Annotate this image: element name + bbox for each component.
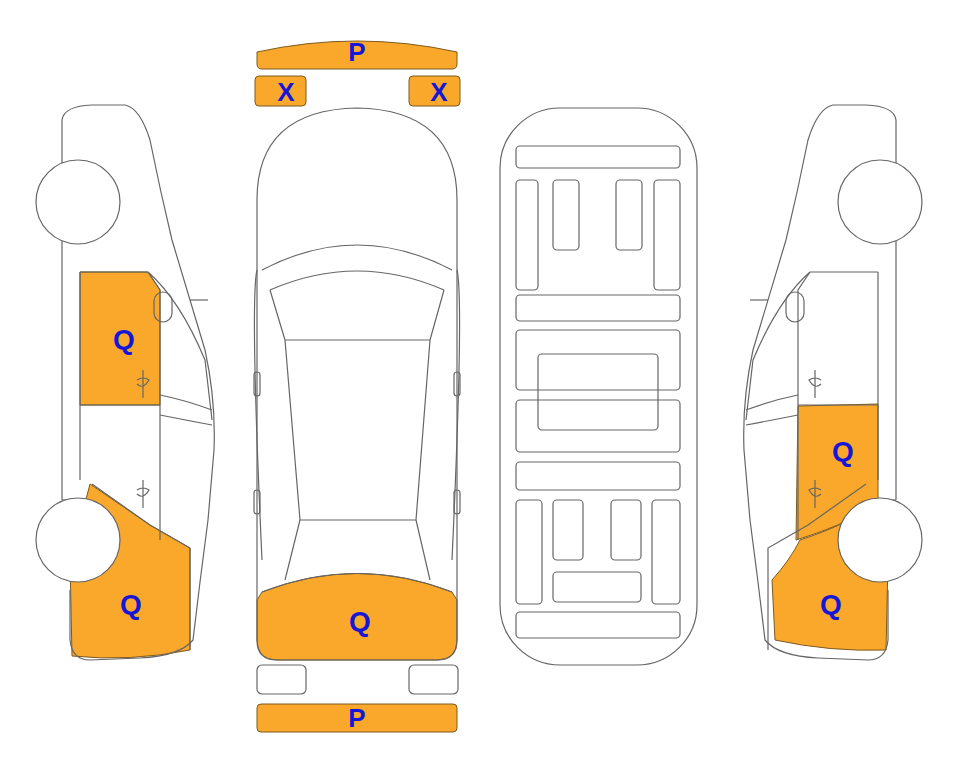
damage-code: Q [832,438,854,466]
damage-code: P [348,39,365,65]
damage-code: P [348,705,365,731]
damage-code: X [430,79,447,105]
damage-code: Q [113,326,135,354]
top-view [254,108,460,660]
damage-code: Q [120,591,142,619]
damage-code: Q [820,591,842,619]
right-side-view [744,105,922,660]
headlamp-box: X [407,74,462,108]
underside-view [500,108,697,665]
damage-code: Q [349,608,371,636]
damage-code: X [277,79,294,105]
left-side-view [36,105,214,660]
front-bumper-band: P [255,35,459,71]
rear-lamps [257,665,458,694]
left-door-panel: Q [78,270,163,407]
headlamp-box: X [253,74,308,108]
rear-bumper-band: P [255,702,459,734]
